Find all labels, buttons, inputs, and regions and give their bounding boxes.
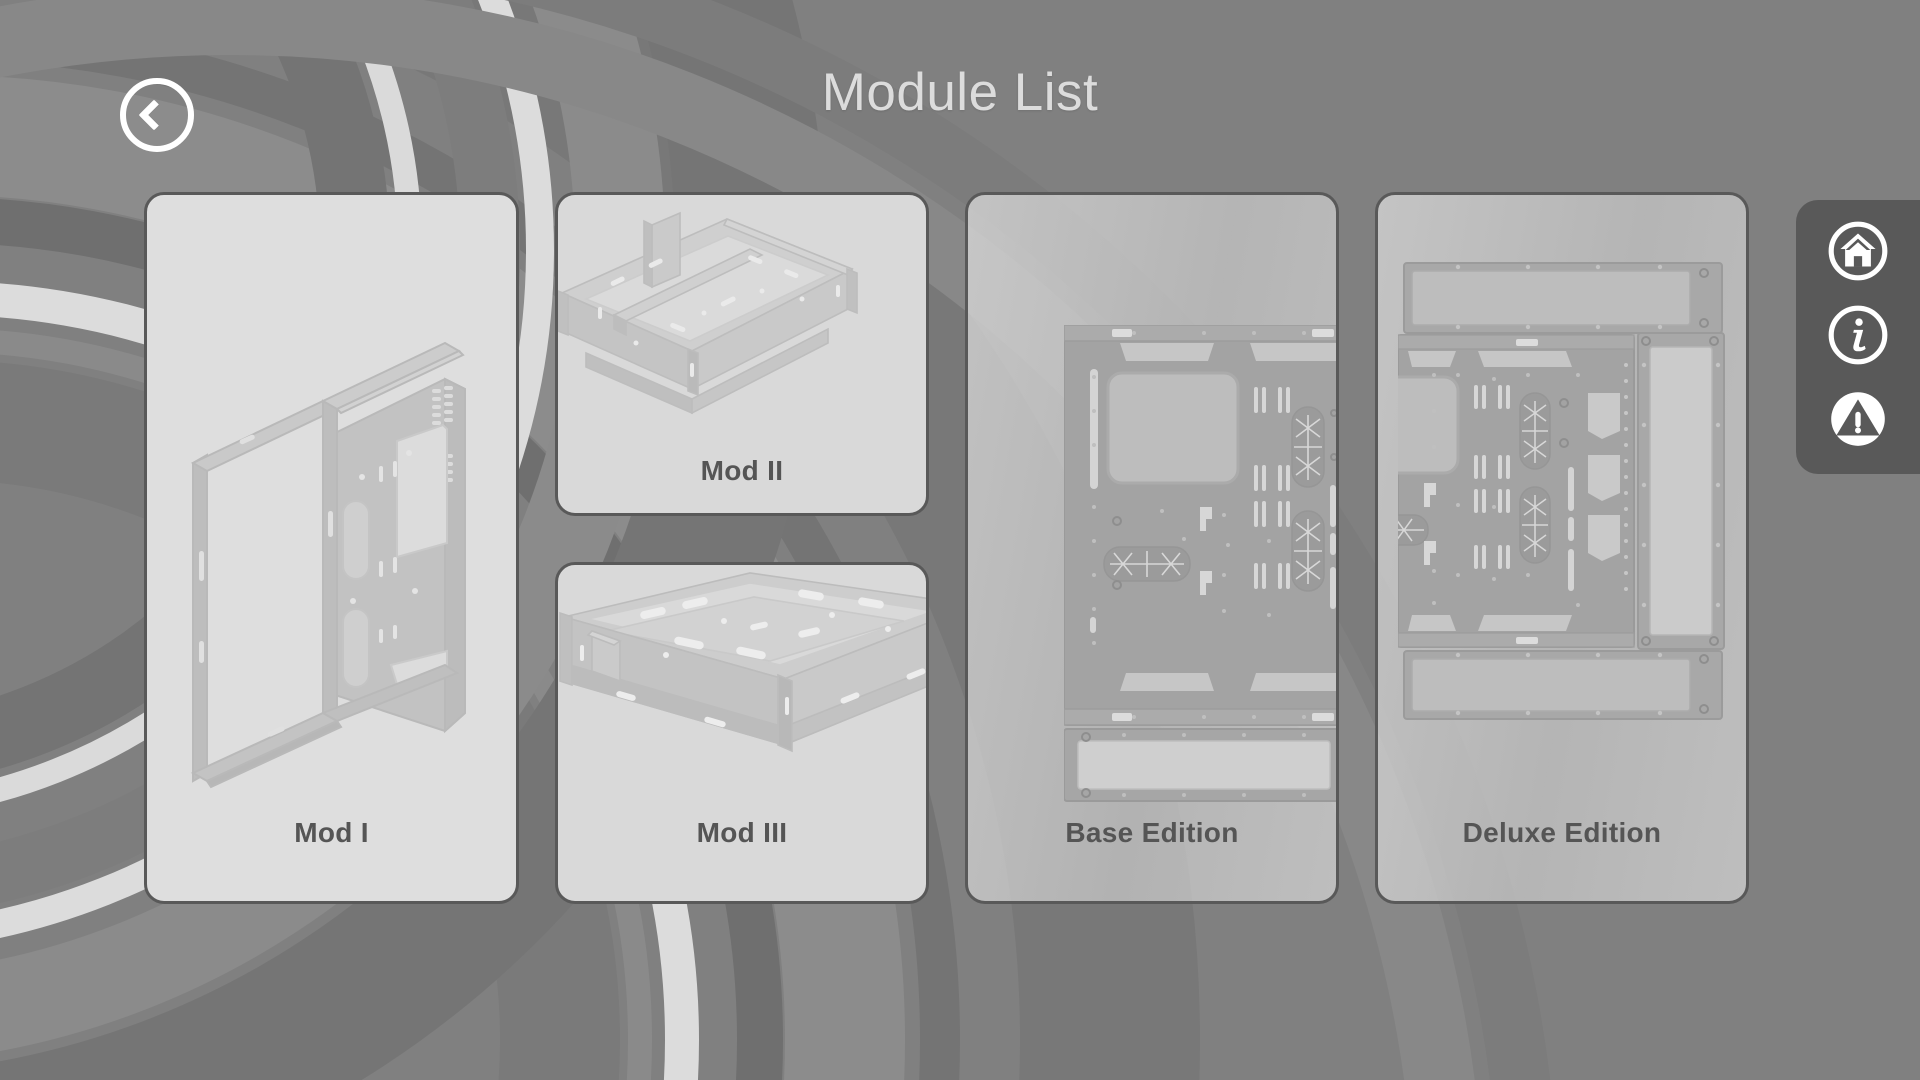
- module-column-4: Deluxe Edition: [1375, 192, 1749, 904]
- module-card-label: Base Edition: [1065, 817, 1239, 848]
- tray-frame-isometric-art: [558, 565, 926, 901]
- module-column-3: Base Edition: [965, 192, 1339, 904]
- info-icon[interactable]: [1825, 302, 1891, 368]
- home-icon[interactable]: [1825, 218, 1891, 284]
- module-card-label: Mod II: [700, 455, 784, 486]
- module-column-1: Mod I: [144, 192, 519, 904]
- module-card-mod-1[interactable]: Mod I: [144, 192, 519, 904]
- module-card-label: Mod I: [294, 817, 369, 848]
- module-card-mod-3[interactable]: Mod III: [555, 562, 929, 904]
- back-button[interactable]: [120, 78, 194, 152]
- page-title: Module List: [821, 63, 1099, 122]
- warning-icon[interactable]: [1825, 386, 1891, 452]
- motherboard-tray-panel-flat-art: [968, 195, 1336, 901]
- base-frame-isometric-art: [558, 195, 926, 513]
- module-column-2: Mod II: [555, 192, 929, 904]
- module-list: Mod I: [144, 192, 1774, 904]
- chevron-left-icon: [138, 99, 170, 131]
- module-card-label: Deluxe Edition: [1462, 817, 1662, 848]
- module-card-mod-2[interactable]: Mod II: [555, 192, 929, 516]
- module-card-deluxe-edition[interactable]: Deluxe Edition: [1375, 192, 1749, 904]
- motherboard-tray-panel-with-side-bracket-flat-art: [1378, 195, 1746, 901]
- icon-rail: [1796, 200, 1920, 474]
- module-card-base-edition[interactable]: Base Edition: [965, 192, 1339, 904]
- module-card-label: Mod III: [696, 817, 788, 848]
- chassis-frame-isometric-art: [147, 195, 516, 901]
